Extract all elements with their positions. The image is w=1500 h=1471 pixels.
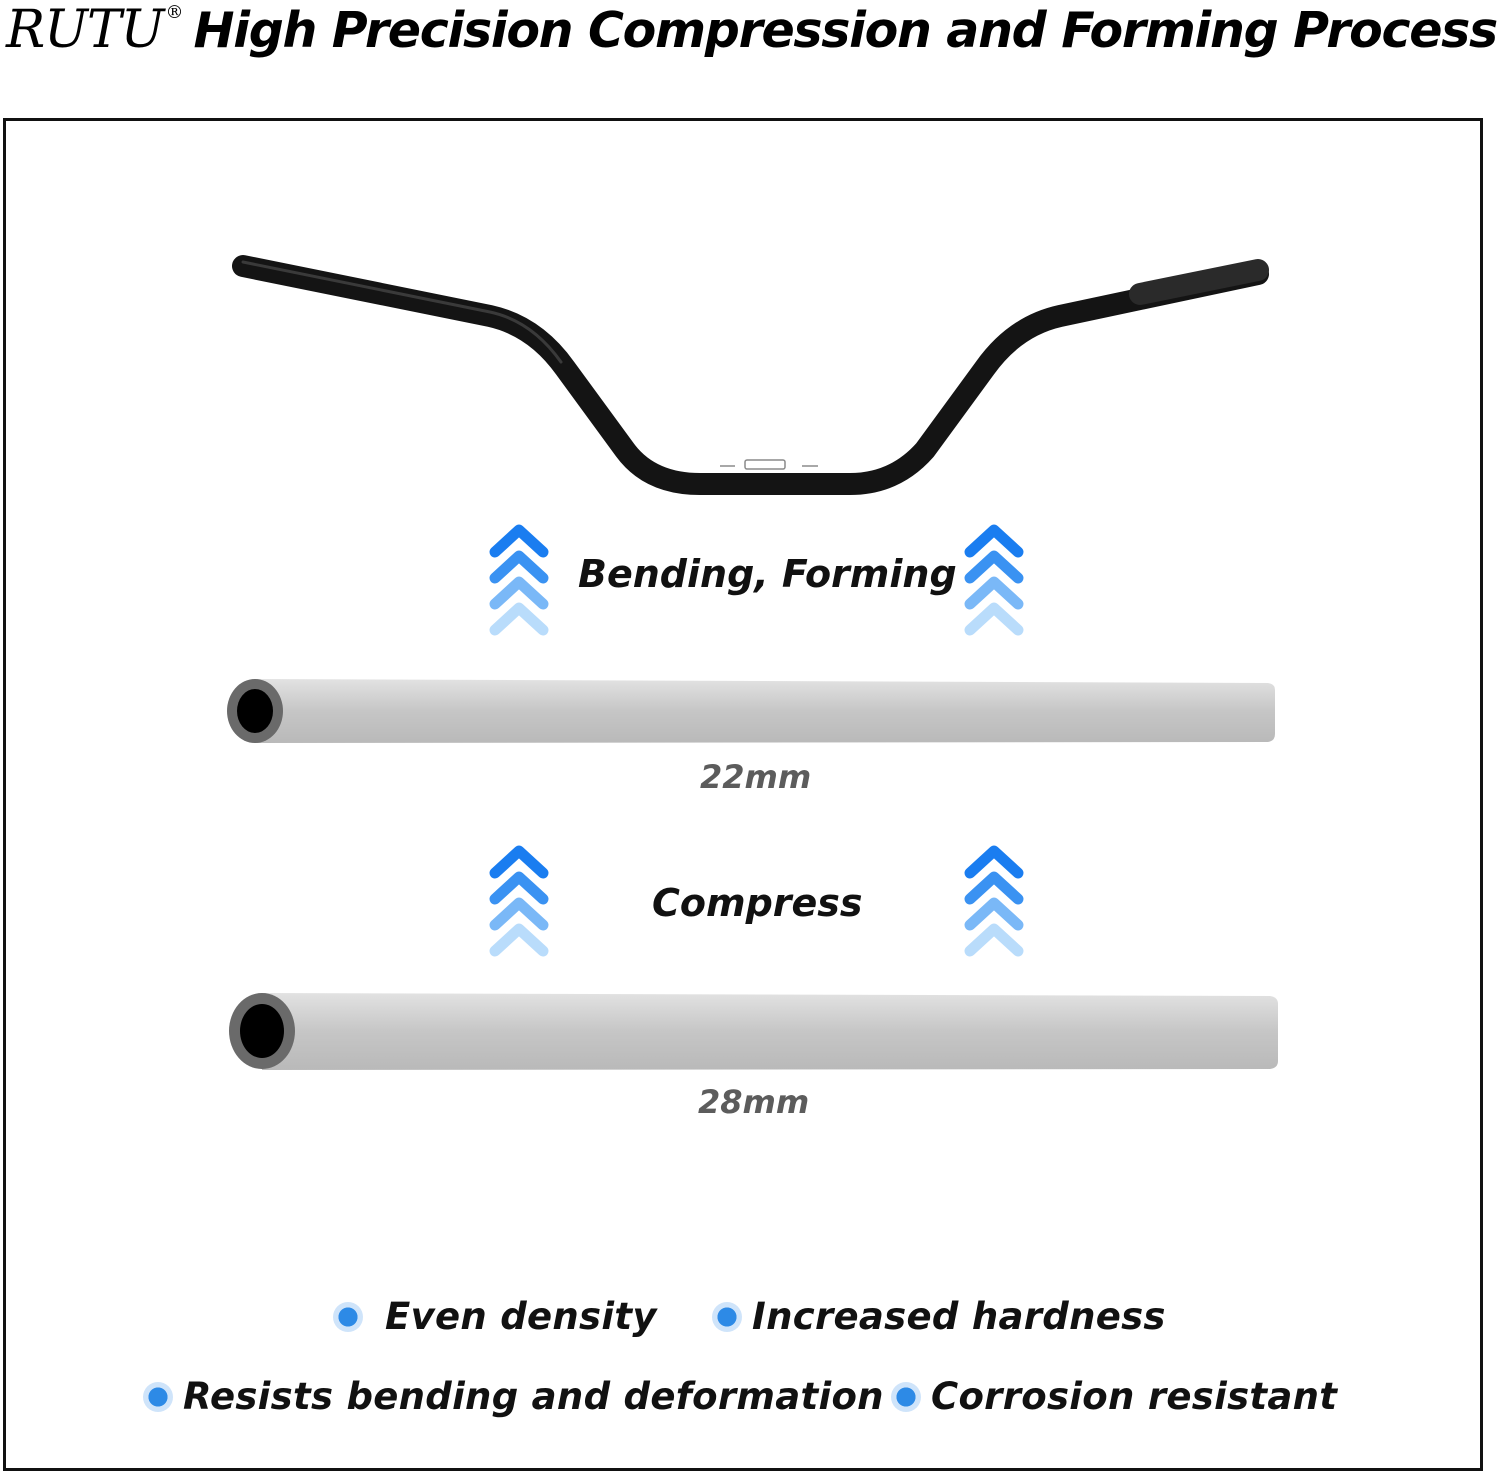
- feature-increased-hardness: Increased hardness: [712, 1295, 1166, 1338]
- feature-label: Increased hardness: [752, 1295, 1166, 1338]
- chevron-stroke: [489, 845, 549, 879]
- feature-even-density: Even density: [333, 1295, 657, 1338]
- diagram-frame: [3, 118, 1483, 1471]
- feature-label: Corrosion resistant: [931, 1375, 1338, 1418]
- bullet-dot-icon: [891, 1381, 921, 1412]
- chevron-stroke: [964, 845, 1024, 879]
- tube-bottom-dimension: 28mm: [698, 1083, 810, 1121]
- chevron-stroke: [964, 871, 1024, 905]
- step-bending-forming: Bending, Forming: [578, 552, 957, 596]
- handlebar-image: [232, 255, 1269, 495]
- chevron-stroke: [964, 550, 1024, 584]
- feature-resists-bending: Resists bending and deformation: [143, 1375, 884, 1418]
- chevron-stroke: [964, 923, 1024, 957]
- chevron-stroke: [964, 602, 1024, 636]
- chevron-stroke: [489, 602, 549, 636]
- chevron-stroke: [964, 576, 1024, 610]
- chevron-stroke: [964, 524, 1024, 558]
- feature-corrosion-resistant: Corrosion resistant: [891, 1375, 1337, 1418]
- chevron-stroke: [489, 897, 549, 931]
- brand-logo: RUTU: [6, 0, 164, 60]
- title-text: High Precision Compression and Forming P…: [193, 2, 1498, 59]
- tube-top-dimension: 22mm: [700, 758, 812, 796]
- chevron-up-icon: [489, 524, 549, 636]
- tube-22mm: [227, 679, 1275, 743]
- bullet-dot-icon: [712, 1301, 742, 1332]
- page-title: RUTU® High Precision Compression and Form…: [6, 0, 1500, 62]
- step-compress: Compress: [652, 881, 863, 925]
- chevron-stroke: [489, 871, 549, 905]
- chevron-stroke: [489, 923, 549, 957]
- tube-28mm: [229, 993, 1278, 1070]
- bullet-dot-icon: [143, 1381, 173, 1412]
- feature-label: Even density: [385, 1295, 657, 1338]
- chevron-stroke: [964, 897, 1024, 931]
- chevron-stroke: [489, 524, 549, 558]
- chevron-up-icon: [964, 524, 1024, 636]
- chevron-up-icon: [964, 845, 1024, 957]
- chevron-up-icon: [489, 845, 549, 957]
- chevron-stroke: [489, 550, 549, 584]
- bullet-dot-icon: [333, 1301, 363, 1332]
- feature-label: Resists bending and deformation: [183, 1375, 884, 1418]
- chevron-stroke: [489, 576, 549, 610]
- registered-mark: ®: [165, 2, 184, 23]
